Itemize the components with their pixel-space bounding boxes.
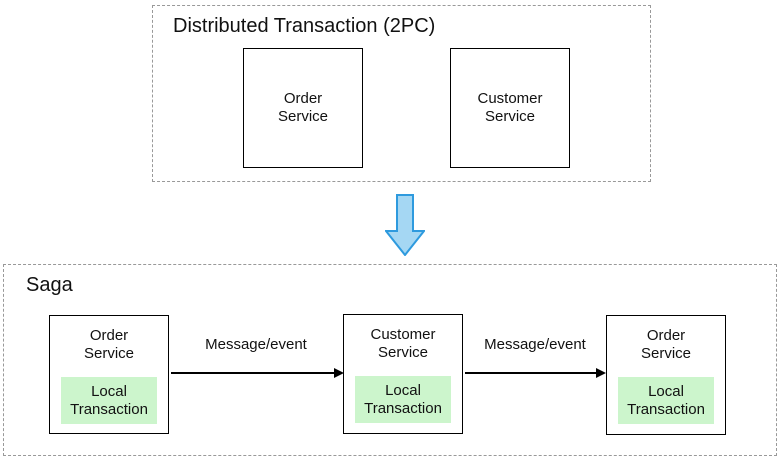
saga-order-service-box-1: Order Service Local Transaction <box>49 315 169 434</box>
saga-customer-service-label: Customer Service <box>370 326 436 361</box>
two-pc-customer-service-box: Customer Service <box>450 48 570 168</box>
edge-label-2: Message/event <box>484 336 586 353</box>
local-transaction-box-1: Local Transaction <box>61 377 157 424</box>
edge-arrow-line-2 <box>465 372 596 374</box>
two-pc-customer-service-label: Customer Service <box>477 90 543 125</box>
edge-arrowhead-icon-1 <box>334 368 344 378</box>
two-pc-group-title: Distributed Transaction (2PC) <box>173 15 436 37</box>
local-transaction-box-2: Local Transaction <box>355 376 451 423</box>
two-pc-order-service-box: Order Service <box>243 48 363 168</box>
saga-order-service-label-2: Order Service <box>640 327 692 362</box>
edge-arrow-line-1 <box>171 372 334 374</box>
saga-order-service-label-1: Order Service <box>83 327 135 362</box>
saga-order-service-box-2: Order Service Local Transaction <box>606 315 726 435</box>
two-pc-group-box: Distributed Transaction (2PC) Order Serv… <box>152 5 651 182</box>
edge-label-1: Message/event <box>205 336 307 353</box>
local-transaction-box-3: Local Transaction <box>618 377 714 424</box>
saga-group-title: Saga <box>26 274 73 296</box>
saga-customer-service-box: Customer Service Local Transaction <box>343 314 463 434</box>
two-pc-order-service-label: Order Service <box>277 90 329 125</box>
down-arrow-icon <box>385 194 425 256</box>
edge-arrowhead-icon-2 <box>596 368 606 378</box>
